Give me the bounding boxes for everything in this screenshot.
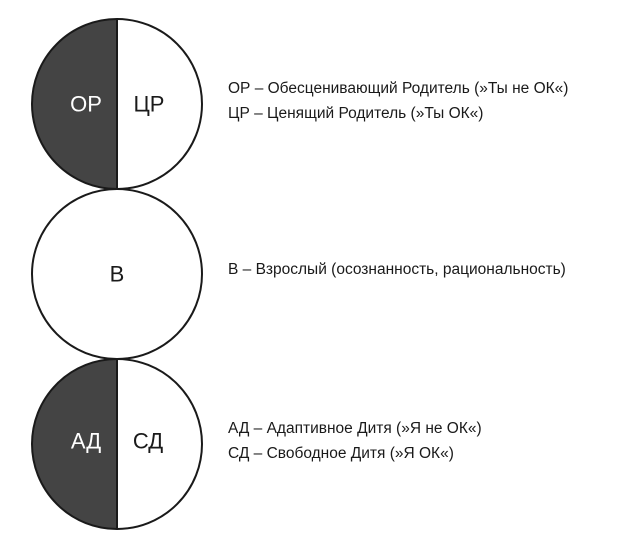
child-left-half-fill — [32, 359, 117, 529]
parent-right-half-fill — [117, 19, 202, 189]
adult-label: В — [110, 262, 125, 287]
parent-left-half-fill — [32, 19, 117, 189]
child-legend: АД – Адаптивное Дитя (»Я не ОК«) СД – Св… — [228, 416, 482, 466]
parent-legend-line-critical: ОР – Обесценивающий Родитель (»Ты не ОК«… — [228, 80, 569, 97]
child-right-label: СД — [133, 429, 163, 454]
child-left-label: АД — [71, 429, 101, 454]
parent-circle: ОР ЦР — [31, 18, 203, 190]
adult-legend-line: В – Взрослый (осознанность, рациональнос… — [228, 261, 566, 278]
parent-left-label: ОР — [70, 92, 102, 117]
child-circle: АД СД — [31, 358, 203, 530]
parent-right-label: ЦР — [134, 92, 165, 117]
adult-legend: В – Взрослый (осознанность, рациональнос… — [228, 257, 566, 282]
parent-legend-line-nurturing: ЦР – Ценящий Родитель (»Ты ОК«) — [228, 105, 484, 122]
parent-legend: ОР – Обесценивающий Родитель (»Ты не ОК«… — [228, 76, 568, 126]
adult-circle: В — [31, 188, 203, 360]
child-right-half-fill — [117, 359, 202, 529]
child-legend-line-adaptive: АД – Адаптивное Дитя (»Я не ОК«) — [228, 420, 482, 437]
child-legend-line-free: СД – Свободное Дитя (»Я ОК«) — [228, 445, 454, 462]
